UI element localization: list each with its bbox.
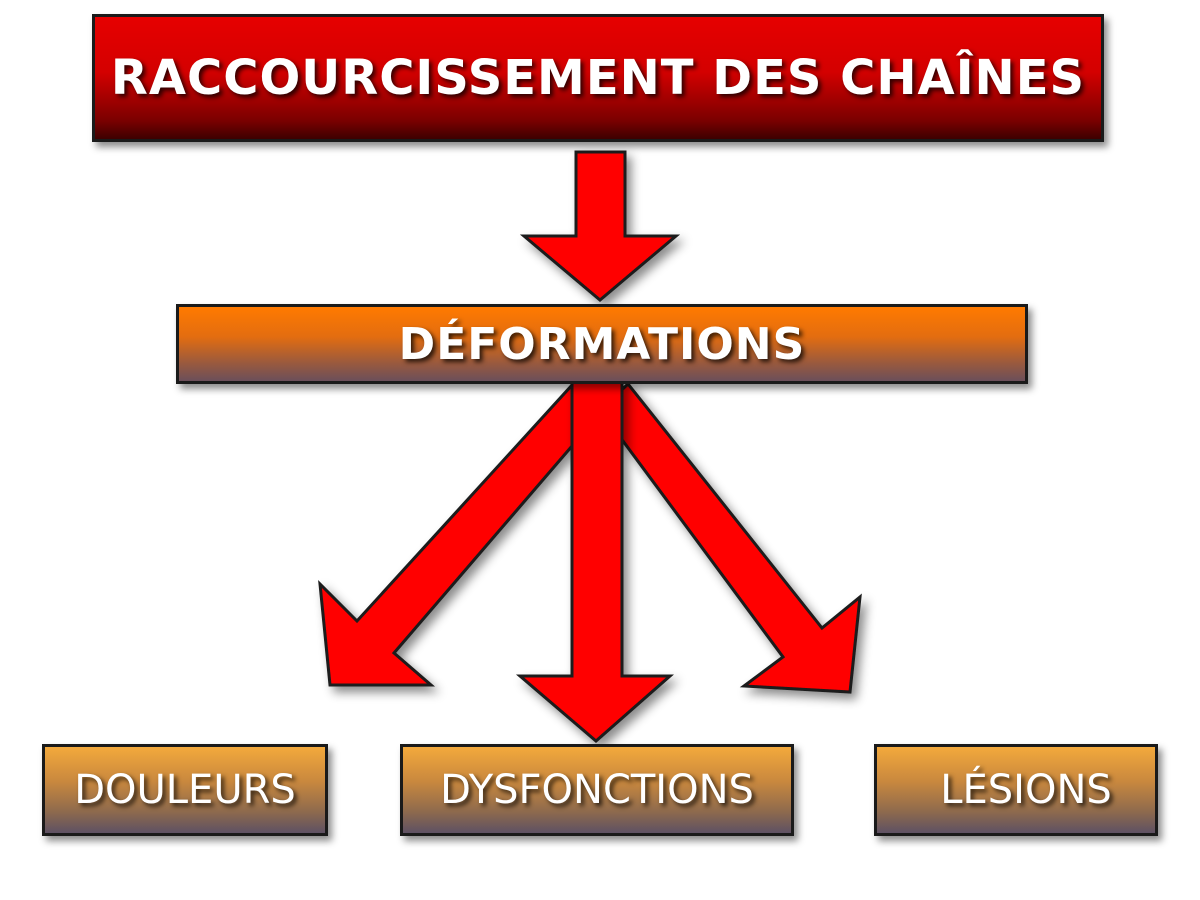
arrow-to-lesions — [597, 381, 862, 694]
middle-box-label: DÉFORMATIONS — [398, 318, 806, 370]
bottom-box-dysfonctions: DYSFONCTIONS — [400, 744, 794, 836]
arrow-to-douleurs — [318, 381, 606, 687]
top-box: RACCOURCISSEMENT DES CHAÎNES — [92, 14, 1104, 142]
middle-box: DÉFORMATIONS — [176, 304, 1028, 384]
bottom-box-label: DOULEURS — [74, 767, 296, 813]
bottom-box-douleurs: DOULEURS — [42, 744, 328, 836]
bottom-box-label: LÉSIONS — [940, 767, 1112, 813]
top-box-label: RACCOURCISSEMENT DES CHAÎNES — [110, 50, 1086, 106]
arrow-top-to-middle — [519, 150, 681, 302]
bottom-box-label: DYSFONCTIONS — [440, 767, 754, 813]
bottom-box-lesions: LÉSIONS — [874, 744, 1158, 836]
arrow-to-dysfonctions — [515, 380, 674, 743]
